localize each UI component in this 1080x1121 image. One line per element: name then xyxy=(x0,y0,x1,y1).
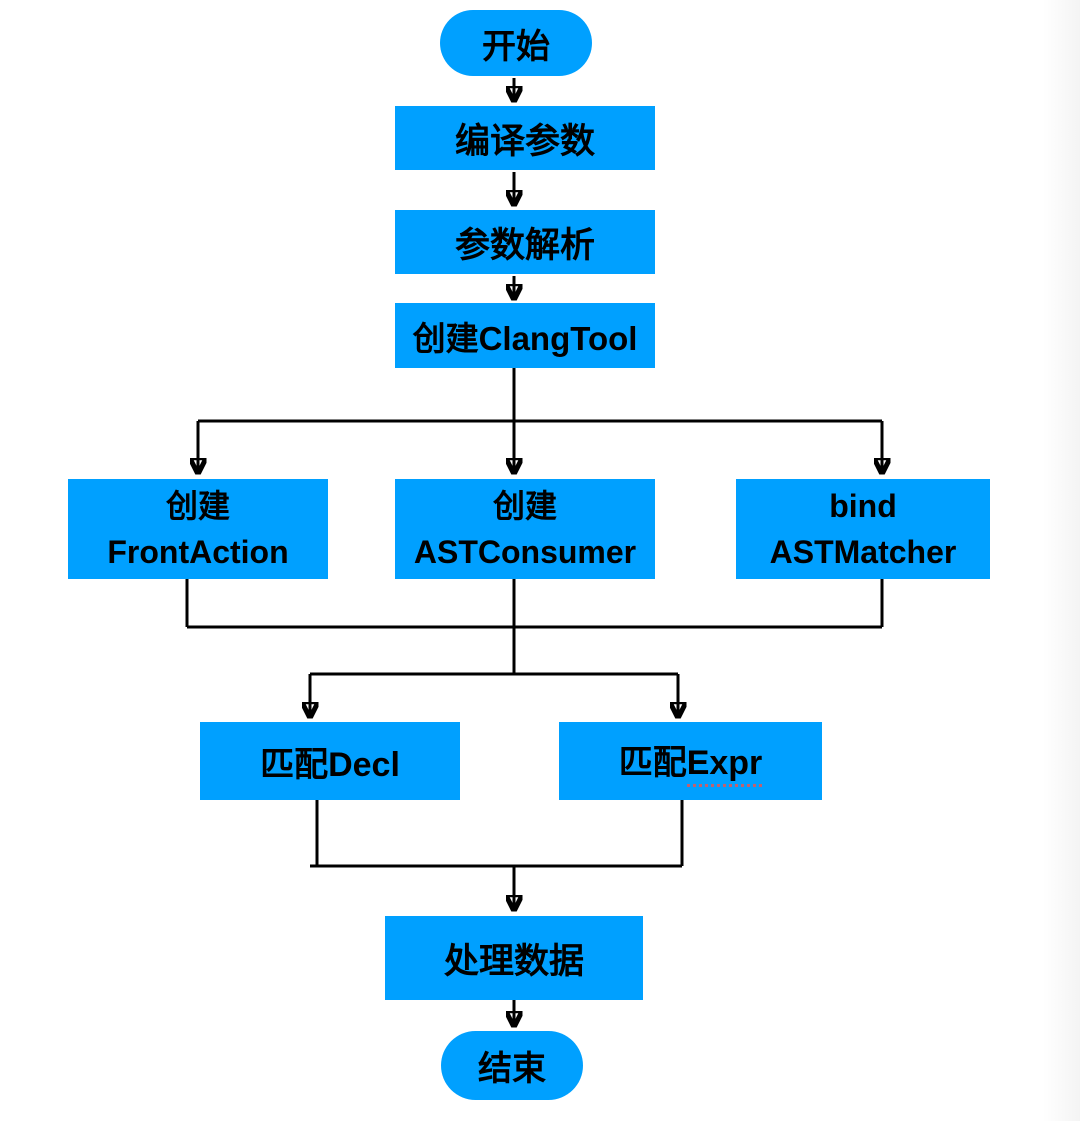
node-compile-args-label: 编译参数 xyxy=(454,121,595,161)
node-match-expr: 匹配Expr xyxy=(559,722,822,800)
node-match-expr-label-cn: 匹配 xyxy=(618,744,687,783)
node-create-astconsumer: 创建 ASTConsumer xyxy=(395,479,655,579)
node-parse-args-label: 参数解析 xyxy=(454,225,595,265)
node-match-decl-label: 匹配Decl xyxy=(260,745,400,784)
node-create-clangtool: 创建ClangTool xyxy=(395,303,655,368)
node-end: 结束 xyxy=(441,1031,583,1100)
node-start-label: 开始 xyxy=(482,27,550,66)
node-create-clangtool-label: 创建ClangTool xyxy=(412,319,638,357)
node-match-expr-label: 匹配Expr xyxy=(618,735,763,787)
node-start: 开始 xyxy=(440,10,592,76)
node-bind-astmatcher: bind ASTMatcher xyxy=(736,479,990,579)
node-end-label: 结束 xyxy=(478,1050,546,1088)
node-bind-astmatcher-label: bind ASTMatcher xyxy=(769,488,957,570)
node-process-data-label: 处理数据 xyxy=(443,941,584,981)
node-create-frontaction-label: 创建 FrontAction xyxy=(107,488,289,570)
node-compile-args: 编译参数 xyxy=(395,106,655,170)
node-match-expr-label-en: Expr xyxy=(686,744,763,787)
node-match-decl: 匹配Decl xyxy=(200,722,460,800)
node-create-astconsumer-label: 创建 ASTConsumer xyxy=(413,488,637,570)
node-process-data: 处理数据 xyxy=(385,916,643,1000)
node-create-frontaction: 创建 FrontAction xyxy=(68,479,328,579)
node-parse-args: 参数解析 xyxy=(395,210,655,274)
